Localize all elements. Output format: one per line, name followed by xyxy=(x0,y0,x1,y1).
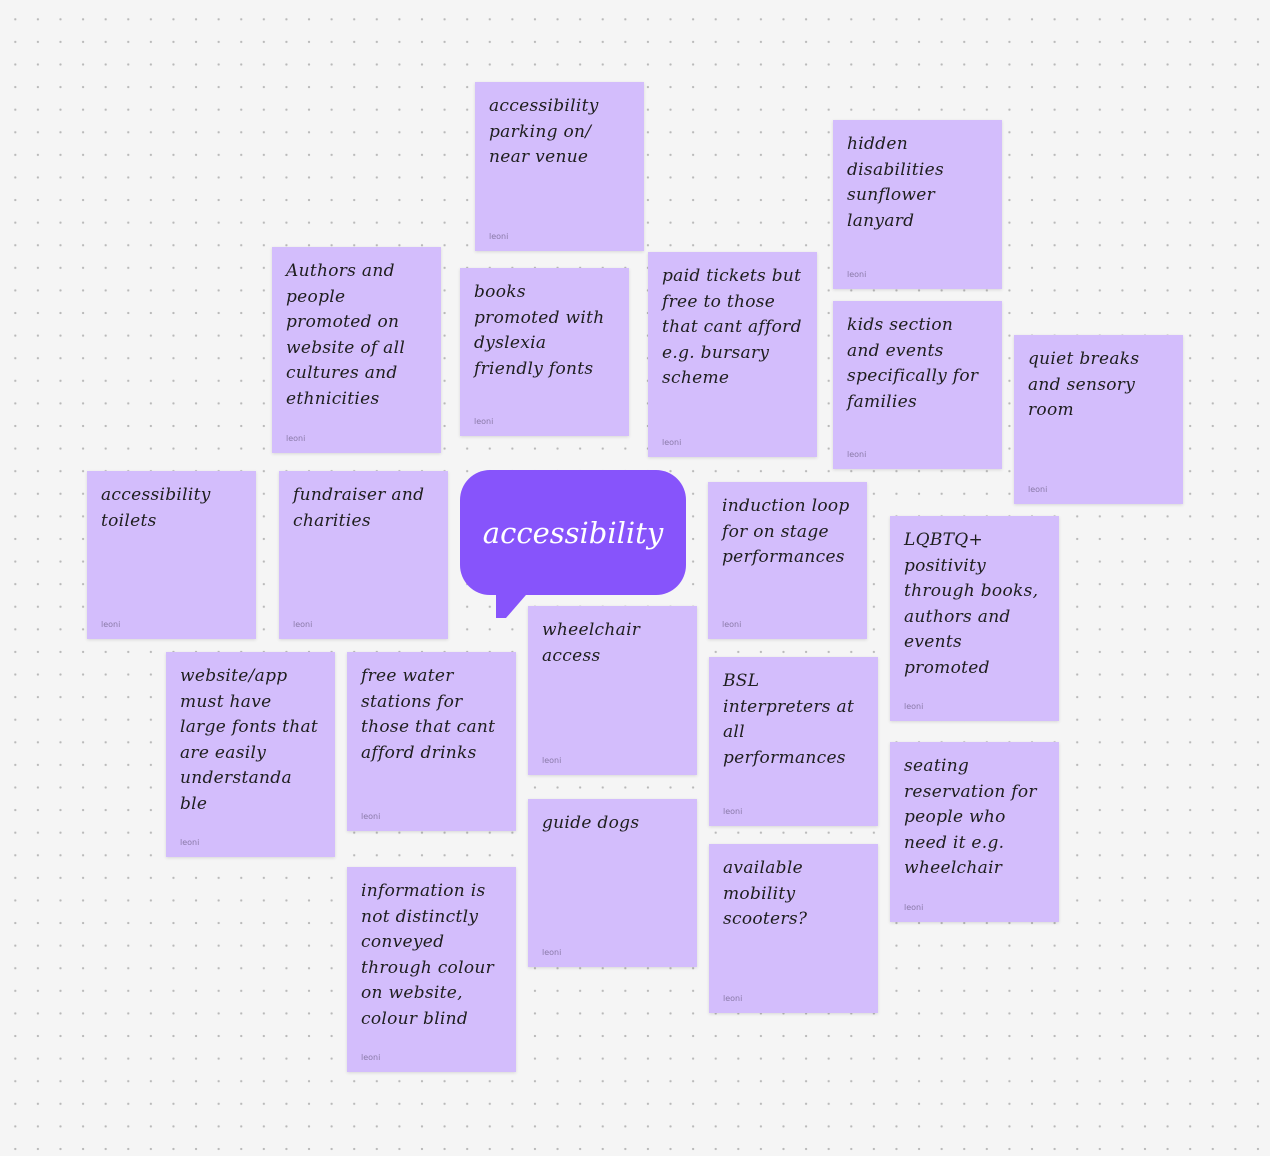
sticky-text: quiet breaks and sensory room xyxy=(1028,349,1140,420)
sticky-note[interactable]: quiet breaks and sensory room leoni xyxy=(1014,335,1183,504)
sticky-text: website/app must have large fonts that a… xyxy=(180,666,319,814)
sticky-note[interactable]: free water stations for those that cant … xyxy=(347,652,516,831)
sticky-note[interactable]: available mobility scooters? leoni xyxy=(709,844,878,1013)
sticky-author: leoni xyxy=(361,812,381,821)
sticky-text: accessibility parking on/ near venue xyxy=(489,96,599,167)
sticky-text: BSL interpreters at all performances xyxy=(723,671,855,768)
sticky-author: leoni xyxy=(101,620,121,629)
sticky-note[interactable]: wheelchair access leoni xyxy=(528,606,697,775)
sticky-text: accessibility toilets xyxy=(101,485,211,531)
sticky-note[interactable]: paid tickets but free to those that cant… xyxy=(648,252,817,457)
sticky-text: available mobility scooters? xyxy=(723,858,808,929)
sticky-note[interactable]: seating reservation for people who need … xyxy=(890,742,1059,922)
sticky-note[interactable]: accessibility parking on/ near venue leon… xyxy=(475,82,644,251)
sticky-author: leoni xyxy=(1028,485,1048,494)
sticky-author: leoni xyxy=(542,948,562,957)
sticky-author: leoni xyxy=(474,417,494,426)
sticky-note[interactable]: kids section and events specifically for… xyxy=(833,301,1002,469)
sticky-author: leoni xyxy=(904,702,924,711)
sticky-author: leoni xyxy=(723,807,743,816)
sticky-author: leoni xyxy=(180,838,200,847)
sticky-note[interactable]: information is not distinctly conveyed t… xyxy=(347,867,516,1072)
sticky-author: leoni xyxy=(847,270,867,279)
sticky-note[interactable]: hidden disabilities sunflower lanyard leo… xyxy=(833,120,1002,289)
sticky-author: leoni xyxy=(286,434,306,443)
topic-label: accessibility xyxy=(482,515,664,550)
sticky-note[interactable]: induction loop for on stage performances… xyxy=(708,482,867,639)
sticky-note[interactable]: website/app must have large fonts that a… xyxy=(166,652,335,857)
sticky-author: leoni xyxy=(361,1053,381,1062)
sticky-text: free water stations for those that cant … xyxy=(361,666,496,763)
sticky-author: leoni xyxy=(662,438,682,447)
sticky-text: information is not distinctly conveyed t… xyxy=(361,881,495,1029)
sticky-text: guide dogs xyxy=(542,813,640,833)
sticky-text: wheelchair access xyxy=(542,620,641,666)
sticky-text: Authors and people promoted on website o… xyxy=(286,261,406,409)
speech-bubble-tail xyxy=(496,588,532,618)
sticky-note[interactable]: BSL interpreters at all performances leon… xyxy=(709,657,878,826)
sticky-author: leoni xyxy=(293,620,313,629)
sticky-text: fundraiser and charities xyxy=(293,485,425,531)
sticky-text: books promoted with dyslexia friendly fo… xyxy=(474,282,605,379)
sticky-note[interactable]: Authors and people promoted on website o… xyxy=(272,247,441,453)
topic-speech-bubble[interactable]: accessibility xyxy=(460,470,686,618)
sticky-note[interactable]: guide dogs leoni xyxy=(528,799,697,967)
sticky-author: leoni xyxy=(904,903,924,912)
sticky-text: seating reservation for people who need … xyxy=(904,756,1037,878)
sticky-author: leoni xyxy=(847,450,867,459)
sticky-note[interactable]: LQBTQ+ positivity through books, authors… xyxy=(890,516,1059,721)
sticky-note[interactable]: fundraiser and charities leoni xyxy=(279,471,448,639)
sticky-author: leoni xyxy=(723,994,743,1003)
sticky-author: leoni xyxy=(542,756,562,765)
sticky-author: leoni xyxy=(722,620,742,629)
sticky-text: LQBTQ+ positivity through books, authors… xyxy=(904,530,1039,678)
sticky-note[interactable]: accessibility toilets leoni xyxy=(87,471,256,639)
sticky-text: paid tickets but free to those that cant… xyxy=(662,266,802,388)
sticky-author: leoni xyxy=(489,232,509,241)
sticky-text: hidden disabilities sunflower lanyard xyxy=(847,134,945,231)
sticky-note[interactable]: books promoted with dyslexia friendly fo… xyxy=(460,268,629,436)
sticky-text: kids section and events specifically for… xyxy=(847,315,979,412)
sticky-text: induction loop for on stage performances xyxy=(722,496,850,567)
